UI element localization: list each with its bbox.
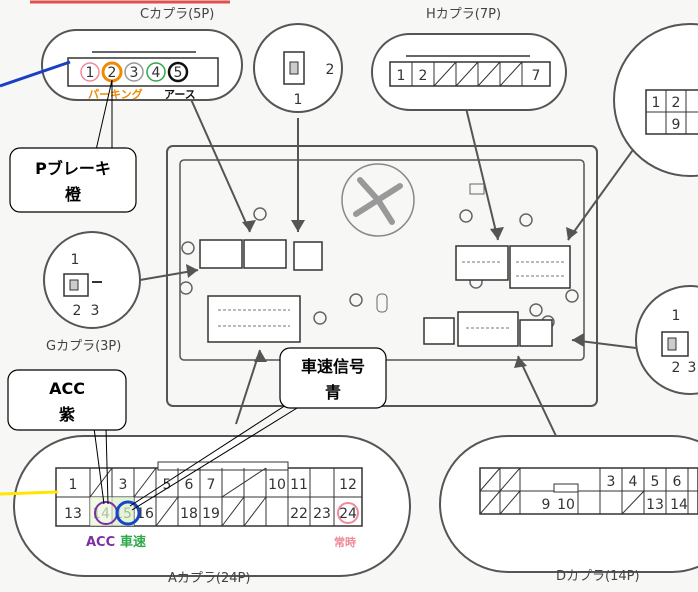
- d-connector-label: Dカプラ(14P): [556, 569, 640, 584]
- d-connector-cells: [479, 467, 689, 515]
- a-connector-latch: [157, 461, 289, 471]
- a-pin15-mark: [115, 500, 141, 526]
- d-pin-4: 4: [629, 474, 638, 490]
- d-row2-pins: 9 10 13 14: [542, 497, 688, 513]
- brake-callout-line1: Pブレーキ: [35, 159, 111, 178]
- pointer-lines: [139, 87, 657, 437]
- d-pin-13: 13: [646, 497, 664, 513]
- g-pin-2: 2: [73, 303, 82, 319]
- g-connector-bubble: [43, 231, 141, 329]
- brake-callout-box: [9, 147, 137, 213]
- acc-callout-line1: ACC: [49, 379, 85, 398]
- acc-callout-line2: 紫: [59, 405, 75, 424]
- c-pin5-mark: [167, 61, 189, 83]
- g-pin-1: 1: [71, 252, 80, 268]
- a-pin24-mark: [337, 502, 359, 524]
- fan-outline: [341, 163, 415, 237]
- right-top-pin-1: 1: [652, 95, 661, 111]
- c-pin-5: 5: [174, 65, 183, 81]
- small-top-pin-2: 2: [326, 62, 335, 78]
- c-pin-1: 1: [86, 65, 95, 81]
- g-connector-label: Gカプラ(3P): [46, 339, 121, 354]
- d-pin-6: 6: [673, 474, 682, 490]
- h-pin-1: 1: [397, 68, 406, 84]
- d-connector-latch: [553, 483, 579, 493]
- c-pin4-mark: [146, 62, 166, 82]
- right-mid-pin-2: 2: [672, 360, 681, 376]
- a-pin-16: 16: [136, 506, 154, 522]
- d-pin-9: 9: [542, 497, 551, 513]
- a-pin-11: 11: [290, 477, 308, 493]
- a-pin-12: 12: [339, 477, 357, 493]
- small-hole: [469, 183, 485, 195]
- c-connector-label: Cカプラ(5P): [140, 7, 214, 22]
- d-row1-pins: 3 4 5 6: [607, 474, 682, 490]
- c-pin3-mark: [124, 62, 144, 82]
- brake-callout-line2: 橙: [65, 185, 82, 204]
- h-pin-2: 2: [419, 68, 428, 84]
- d-pin-10: 10: [557, 497, 575, 513]
- a-speed-note: 車速: [120, 534, 146, 550]
- g-connector-pin: [69, 279, 79, 291]
- d-pin-5: 5: [651, 474, 660, 490]
- h-connector-dividers: [411, 61, 523, 87]
- d-pin-3: 3: [607, 474, 616, 490]
- a-pin-1: 1: [69, 477, 78, 493]
- c-pin-2: 2: [108, 65, 117, 81]
- a-row1-pins: 1 3 5 6 7 10 11 12: [69, 477, 357, 493]
- c-parking-note: パーキング: [88, 87, 143, 101]
- a-pin-18: 18: [180, 506, 198, 522]
- right-mid-connector-pin: [667, 337, 677, 351]
- c-ground-note: アース: [164, 88, 196, 101]
- a-acc-note: ACC: [86, 535, 115, 550]
- a-pin-10: 10: [268, 477, 286, 493]
- speed-callout-line2: 青: [325, 383, 341, 402]
- screw-set: [179, 207, 579, 329]
- right-mid-pin-1: 1: [672, 308, 681, 324]
- a-pin-13: 13: [64, 506, 82, 522]
- speed-callout-box: [279, 347, 387, 409]
- c-pin1-mark: [80, 62, 100, 82]
- d-pin-14: 14: [670, 497, 688, 513]
- h-pin-7: 7: [532, 68, 541, 84]
- unit-sockets: [199, 239, 571, 347]
- g-pin-3: 3: [91, 303, 100, 319]
- right-mid-pin-3: 3: [688, 360, 697, 376]
- acc-leader-a: [93, 427, 105, 505]
- a-pin-6: 6: [185, 477, 194, 493]
- a-constant-note: 常時: [334, 535, 356, 549]
- small-top-connector-pin: [289, 61, 299, 75]
- a-pin-24: 24: [339, 506, 357, 522]
- c-pin-4: 4: [152, 65, 161, 81]
- c-pin-3: 3: [130, 65, 139, 81]
- yellow-wire: [0, 490, 59, 496]
- acc-leader-b: [105, 427, 109, 505]
- acc-callout-box: [7, 369, 127, 431]
- speed-leader-b: [131, 399, 311, 511]
- a-pin-22: 22: [290, 506, 308, 522]
- a-pin-23: 23: [313, 506, 331, 522]
- speed-callout-line1: 車速信号: [301, 357, 365, 376]
- right-top-pin-2: 2: [672, 95, 681, 111]
- socket-pin-rows: [218, 261, 564, 329]
- a-pin-3: 3: [119, 477, 128, 493]
- fan-blades: [353, 177, 403, 225]
- right-top-pin-9: 9: [672, 117, 681, 133]
- a-pin-5: 5: [163, 477, 172, 493]
- brake-leader-a: [95, 79, 113, 151]
- a-pin-19: 19: [202, 506, 220, 522]
- small-top-pin-1: 1: [294, 92, 303, 108]
- a-connector-label: Aカプラ(24P): [168, 571, 250, 586]
- slot-hole: [376, 293, 388, 313]
- pointer-heads: [186, 220, 584, 368]
- speed-leader-a: [129, 395, 301, 507]
- h-connector-body: [389, 61, 551, 87]
- blue-wire: [0, 60, 71, 88]
- a-pin-7: 7: [207, 477, 216, 493]
- h-connector-label: Hカプラ(7P): [426, 7, 501, 22]
